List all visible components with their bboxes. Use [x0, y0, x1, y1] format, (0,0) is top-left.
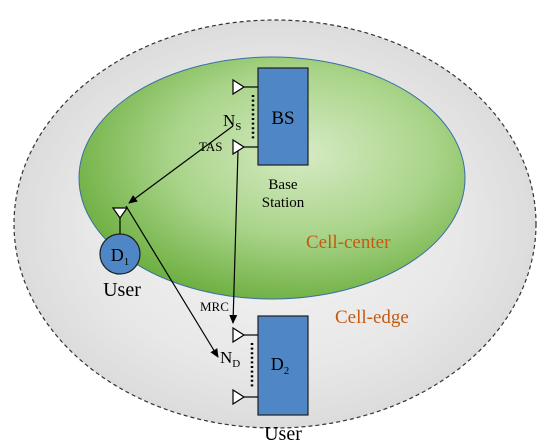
bs-caption-line1: Base	[268, 177, 298, 193]
user-d2: D2 ND MRC User	[200, 299, 309, 445]
d2-antenna-top-icon	[232, 326, 258, 344]
bs-caption-line2: Station	[262, 195, 305, 211]
bs-antenna-bottom-icon	[232, 138, 258, 156]
link-bs-to-d2-arrow	[229, 150, 239, 324]
bs-antenna-count: NS	[223, 111, 241, 133]
d2-box	[257, 315, 309, 416]
mrc-label: MRC	[200, 299, 229, 314]
d1-node-label: D1	[111, 245, 130, 268]
d1-antenna-icon	[111, 207, 129, 234]
cell-edge-label: Cell-edge	[335, 307, 409, 328]
cell-center-label: Cell-center	[306, 232, 391, 253]
user-d1: D1 User	[99, 207, 141, 301]
link-d1-to-d2-arrow	[125, 205, 219, 358]
bs-antenna-top-icon	[232, 78, 258, 96]
d1-node	[99, 233, 141, 275]
links	[125, 125, 239, 358]
d1-caption: User	[103, 279, 141, 301]
d2-antenna-bottom-icon	[232, 388, 258, 406]
link-bs-to-d1-arrow	[128, 125, 234, 204]
d2-caption: User	[264, 423, 302, 445]
d2-box-label: D2	[271, 354, 290, 377]
bs-box	[257, 67, 309, 166]
d2-antenna-count: ND	[220, 348, 240, 370]
base-station: BS NS TAS Base Station	[199, 67, 309, 211]
cell-center-zone	[78, 56, 466, 300]
bs-box-label: BS	[271, 108, 294, 129]
tas-label: TAS	[199, 139, 223, 154]
